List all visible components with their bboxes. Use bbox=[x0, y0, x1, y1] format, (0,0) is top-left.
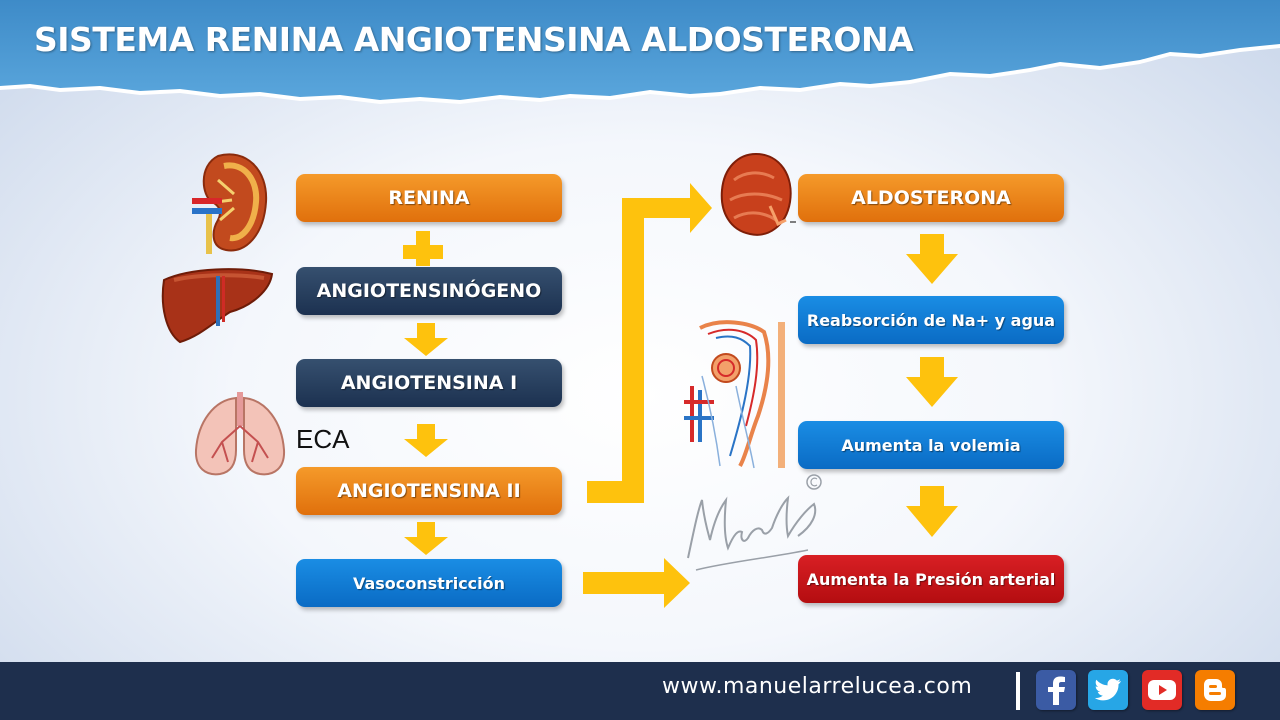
liver-icon bbox=[161, 268, 274, 344]
page-title: SISTEMA RENINA ANGIOTENSINA ALDOSTERONA bbox=[34, 20, 914, 59]
adrenal-gland-icon bbox=[720, 152, 796, 236]
angiotensina-ii-label: ANGIOTENSINA II bbox=[337, 480, 521, 502]
elbow-arrow-icon bbox=[587, 183, 712, 503]
kidney-icon bbox=[192, 153, 268, 254]
vasoconstriccion-box: Vasoconstricción bbox=[296, 559, 562, 607]
aldosterona-label: ALDOSTERONA bbox=[851, 187, 1011, 209]
angiotensina-i-label: ANGIOTENSINA I bbox=[340, 372, 518, 394]
footer-divider bbox=[1016, 672, 1020, 710]
down-arrow-icon bbox=[404, 323, 448, 356]
right-arrow-icon bbox=[583, 558, 690, 608]
angiotensinogeno-label: ANGIOTENSINÓGENO bbox=[316, 280, 542, 302]
down-arrow-icon bbox=[404, 522, 448, 555]
renina-label: RENINA bbox=[388, 187, 470, 209]
website-link[interactable]: www.manuelarrelucea.com bbox=[662, 674, 973, 699]
plus-icon bbox=[403, 231, 443, 266]
aldosterona-box: ALDOSTERONA bbox=[798, 174, 1064, 222]
down-arrow-icon bbox=[906, 234, 958, 284]
header-banner: SISTEMA RENINA ANGIOTENSINA ALDOSTERONA bbox=[0, 0, 1280, 120]
reabsorcion-box: Reabsorción de Na+ y agua bbox=[798, 296, 1064, 344]
presion-arterial-label: Aumenta la Presión arterial bbox=[806, 569, 1056, 589]
down-arrow-icon bbox=[906, 486, 958, 537]
blogger-icon[interactable] bbox=[1195, 670, 1235, 710]
author-signature bbox=[687, 474, 822, 571]
nephron-icon bbox=[684, 320, 785, 469]
vasoconstriccion-label: Vasoconstricción bbox=[352, 573, 506, 593]
youtube-icon[interactable] bbox=[1142, 670, 1182, 710]
down-arrow-icon bbox=[906, 357, 958, 407]
eca-label: ECA bbox=[296, 424, 350, 454]
renina-box: RENINA bbox=[296, 174, 562, 222]
volemia-box: Aumenta la volemia bbox=[798, 421, 1064, 469]
down-arrow-icon bbox=[404, 424, 448, 457]
angiotensinogeno-box: ANGIOTENSINÓGENO bbox=[296, 267, 562, 315]
angiotensina-i-box: ANGIOTENSINA I bbox=[296, 359, 562, 407]
volemia-label: Aumenta la volemia bbox=[841, 435, 1021, 455]
torn-paper-banner bbox=[0, 0, 1280, 104]
twitter-icon[interactable] bbox=[1088, 670, 1128, 710]
footer-bar: www.manuelarrelucea.com bbox=[0, 662, 1280, 720]
presion-arterial-box: Aumenta la Presión arterial bbox=[798, 555, 1064, 603]
angiotensina-ii-box: ANGIOTENSINA II bbox=[296, 467, 562, 515]
lungs-icon bbox=[194, 392, 286, 476]
reabsorcion-label: Reabsorción de Na+ y agua bbox=[806, 310, 1056, 330]
facebook-icon[interactable] bbox=[1036, 670, 1076, 710]
